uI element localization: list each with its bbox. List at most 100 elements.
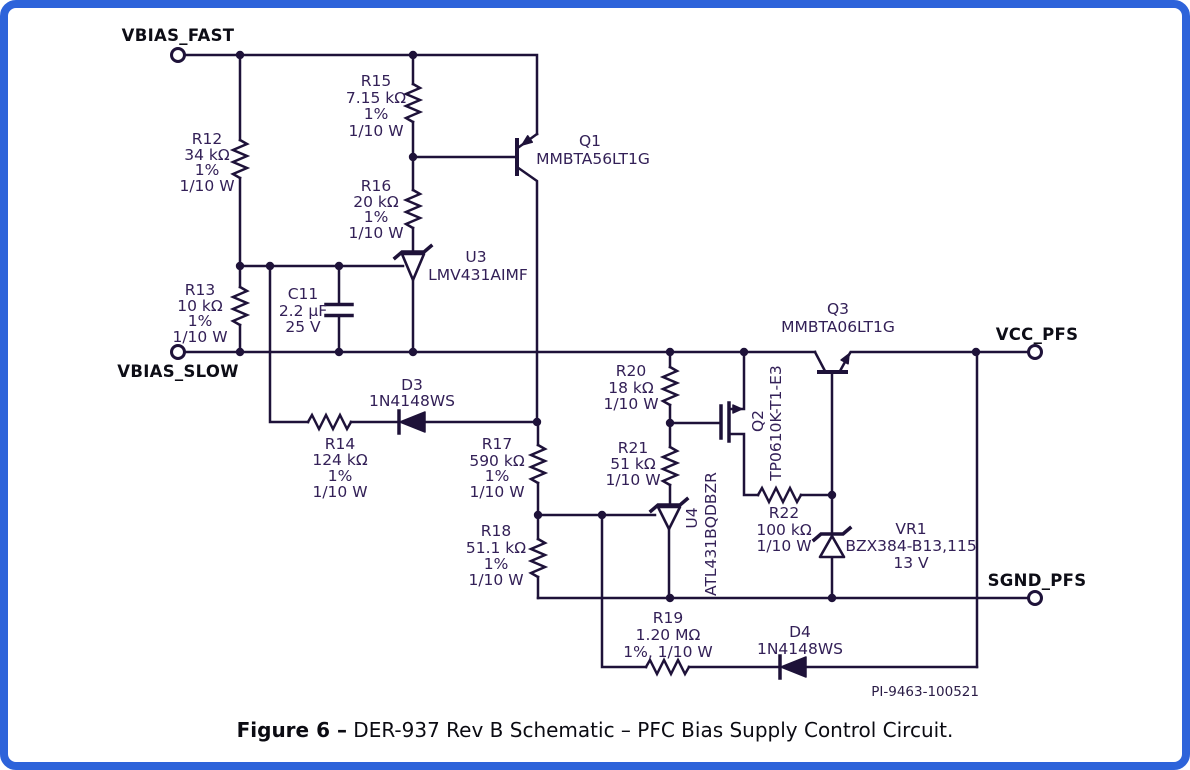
- r21-power: 1/10 W: [605, 471, 660, 489]
- r13-power: 1/10 W: [172, 328, 227, 346]
- c11-voltage: 25 V: [285, 318, 321, 336]
- wire-q3-collector: [813, 350, 827, 373]
- junction-dot: [235, 261, 245, 271]
- junction-dot: [665, 593, 675, 603]
- anode-triangle: [399, 411, 426, 433]
- zener-vr1: VR1 BZX384-B13,115 13 V: [811, 520, 977, 572]
- r12-power: 1/10 W: [179, 177, 234, 195]
- c11-value: 2.2 µF: [279, 302, 327, 320]
- r13-value: 10 kΩ: [177, 297, 223, 315]
- vr1-voltage: 13 V: [893, 554, 929, 572]
- wire-r14-branch: [268, 264, 400, 424]
- r18-tol: 1%: [484, 555, 509, 573]
- junction-dots: [235, 50, 981, 603]
- junction-dot: [334, 347, 344, 357]
- r15-power: 1/10 W: [348, 122, 403, 140]
- transistor-q2: Q2 TP0610K-T1-E3: [719, 365, 785, 482]
- junction-dot: [334, 261, 344, 271]
- d3-part: 1N4148WS: [369, 392, 455, 410]
- resistor-r12: R12 34 kΩ 1% 1/10 W: [179, 130, 251, 195]
- emitter-arrow: [840, 353, 850, 365]
- schematic-wires: [183, 53, 1030, 669]
- resistor-body: [229, 138, 251, 180]
- r21-ref: R21: [618, 439, 649, 457]
- u3-part: LMV431AIMF: [428, 266, 528, 284]
- resistor-body: [306, 412, 353, 432]
- r14-ref: R14: [325, 435, 356, 453]
- r16-tol: 1%: [364, 208, 389, 226]
- resistor-body: [402, 82, 424, 124]
- c11-ref: C11: [288, 285, 319, 303]
- d3-ref: D3: [401, 376, 423, 394]
- q3-part: MMBTA06LT1G: [781, 318, 895, 336]
- anode-triangle: [780, 656, 807, 678]
- resistor-body: [402, 188, 424, 230]
- r12-tol: 1%: [195, 161, 220, 179]
- wire-top-rail: [183, 53, 539, 136]
- shunt-regulator-u3: U3 LMV431AIMF: [392, 243, 528, 284]
- junction-dot: [665, 418, 675, 428]
- r13-tol: 1%: [188, 312, 213, 330]
- resistor-body: [659, 365, 681, 407]
- emitter-arrow: [521, 135, 534, 146]
- r22-power: 1/10 W: [756, 537, 811, 555]
- terminal-vcc-pfs: VCC_PFS: [996, 325, 1079, 360]
- resistor-r18: R18 51.1 kΩ 1% 1/10 W: [466, 522, 549, 589]
- shunt-regulator-u4: U4 ATL431BQDBZR: [648, 472, 720, 596]
- junction-dot: [408, 50, 418, 60]
- r21-value: 51 kΩ: [610, 455, 656, 473]
- capacitor-c11: C11 2.2 µF 25 V: [279, 285, 354, 336]
- terminal-label: VBIAS_FAST: [122, 26, 235, 45]
- junction-dot: [408, 152, 418, 162]
- r18-value: 51.1 kΩ: [466, 539, 526, 557]
- junction-dot: [408, 347, 418, 357]
- terminal-circle: [170, 344, 186, 360]
- resistor-body: [659, 445, 681, 487]
- figure-caption-number: Figure 6 –: [236, 718, 347, 742]
- junction-dot: [739, 347, 749, 357]
- r19-tol-power: 1%, 1/10 W: [623, 643, 713, 661]
- r20-value: 18 kΩ: [608, 379, 654, 397]
- terminal-label: SGND_PFS: [988, 571, 1087, 590]
- anode-triangle: [656, 505, 682, 531]
- figure-caption: Figure 6 – DER-937 Rev B Schematic – PFC…: [0, 718, 1190, 742]
- terminal-circle: [1027, 344, 1043, 360]
- u4-part: ATL431BQDBZR: [702, 472, 720, 596]
- junction-dot: [235, 50, 245, 60]
- r16-ref: R16: [361, 177, 392, 195]
- d4-ref: D4: [789, 623, 811, 641]
- resistor-body: [756, 485, 803, 505]
- resistor-body: [229, 285, 251, 327]
- resistor-r19: R19 1.20 MΩ 1%, 1/10 W: [623, 609, 713, 677]
- r22-ref: R22: [769, 504, 800, 522]
- source-arrow: [732, 404, 743, 414]
- q2-ref: Q2: [749, 410, 767, 432]
- terminal-label: VBIAS_SLOW: [117, 362, 238, 381]
- r19-ref: R19: [653, 609, 684, 627]
- junction-dot: [235, 347, 245, 357]
- terminal-label: VCC_PFS: [996, 325, 1079, 344]
- resistor-r17: R17 590 kΩ 1% 1/10 W: [469, 435, 549, 501]
- r16-value: 20 kΩ: [353, 193, 399, 211]
- terminal-circle: [1027, 590, 1043, 606]
- r12-ref: R12: [192, 130, 223, 148]
- anode-triangle: [400, 252, 426, 282]
- resistor-body: [527, 537, 549, 579]
- r17-power: 1/10 W: [469, 483, 524, 501]
- r18-power: 1/10 W: [468, 571, 523, 589]
- resistor-r22: R22 100 kΩ 1/10 W: [756, 485, 812, 555]
- schematic-doc-number: PI-9463-100521: [871, 684, 979, 700]
- junction-dot: [597, 510, 607, 520]
- terminal-sgnd-pfs: SGND_PFS: [988, 571, 1087, 606]
- r15-ref: R15: [361, 72, 392, 90]
- figure-caption-text: DER-937 Rev B Schematic – PFC Bias Suppl…: [346, 718, 954, 742]
- resistor-r13: R13 10 kΩ 1% 1/10 W: [172, 281, 251, 346]
- r16-power: 1/10 W: [348, 224, 403, 242]
- resistor-r15: R15 7.15 kΩ 1% 1/10 W: [346, 72, 424, 140]
- vr1-ref: VR1: [895, 520, 926, 538]
- cathode-bar: [648, 496, 690, 514]
- junction-dot: [971, 347, 981, 357]
- transistor-q3: Q3 MMBTA06LT1G: [781, 300, 895, 374]
- resistor-r21: R21 51 kΩ 1/10 W: [605, 439, 681, 489]
- u4-ref: U4: [683, 507, 701, 528]
